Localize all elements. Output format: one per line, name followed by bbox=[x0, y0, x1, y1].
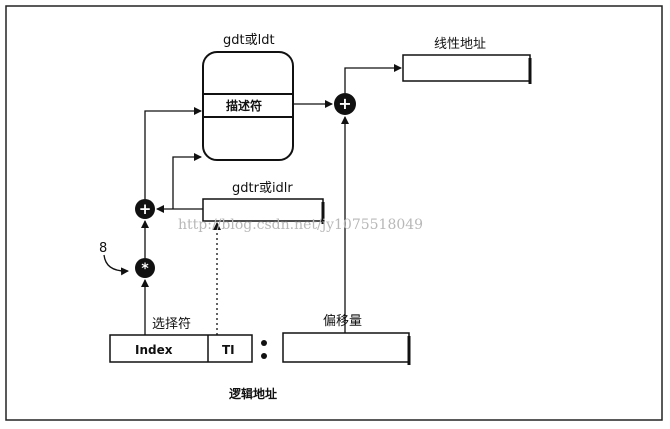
multiplier-arrow bbox=[103, 254, 129, 276]
multiplier-label: 8 bbox=[99, 241, 107, 256]
selector-label: 选择符 bbox=[152, 316, 191, 332]
outer-frame bbox=[5, 5, 663, 421]
offset-box bbox=[282, 332, 410, 363]
multiply-operator: * bbox=[135, 258, 155, 278]
watermark-text: http://blog.csdn.net/jy1075518049 bbox=[178, 217, 423, 233]
colon-dot-top bbox=[261, 340, 267, 346]
add-symbol-left: + bbox=[139, 200, 152, 218]
multiply-symbol: * bbox=[141, 261, 149, 277]
add-operator-top: + bbox=[334, 93, 356, 115]
gdt-ldt-label: gdt或ldt bbox=[223, 33, 275, 48]
gdtr-label: gdtr或idlr bbox=[232, 181, 293, 196]
offset-label: 偏移量 bbox=[323, 314, 362, 329]
index-field-label: Index bbox=[135, 343, 173, 357]
add-operator-left: + bbox=[135, 199, 155, 219]
selector-box bbox=[109, 334, 253, 363]
gdt-ldt-table bbox=[202, 51, 294, 161]
linear-address-label: 线性地址 bbox=[434, 37, 486, 52]
gdtr-to-table-arrow bbox=[172, 153, 202, 209]
add-to-linear-arrow bbox=[344, 64, 402, 93]
add-symbol-top: + bbox=[338, 94, 351, 113]
colon-dot-bottom bbox=[261, 353, 267, 359]
logical-address-label: 逻辑地址 bbox=[229, 386, 277, 401]
add-to-descriptor-arrow bbox=[144, 107, 202, 199]
ti-field-label: TI bbox=[222, 343, 235, 357]
linear-address-box bbox=[402, 54, 531, 82]
descriptor-label: 描述符 bbox=[226, 98, 262, 113]
